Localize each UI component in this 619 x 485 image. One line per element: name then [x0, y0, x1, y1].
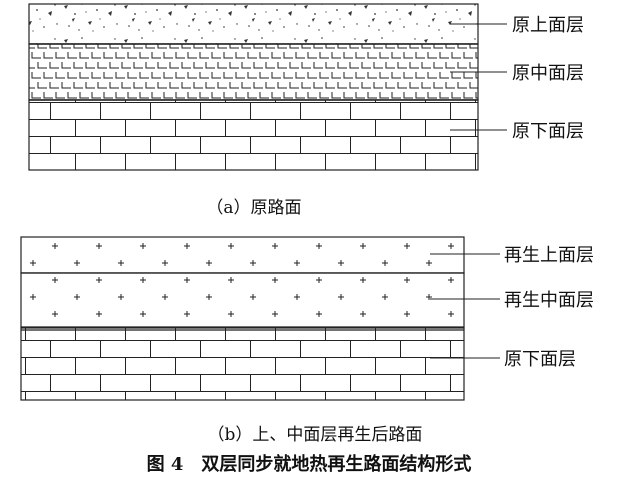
- label-a-middle: 原中面层: [512, 63, 584, 84]
- label-b-upper: 再生上面层: [504, 245, 594, 266]
- regenerated-middle-layer: [20, 272, 465, 329]
- original-lower-layer: [28, 99, 479, 171]
- original-lower-layer-b: [20, 327, 465, 401]
- label-b-middle: 再生中面层: [504, 290, 594, 311]
- regenerated-upper-layer: [20, 236, 465, 274]
- original-upper-layer: [28, 3, 479, 45]
- figure-title: 图 4 双层同步就地热再生路面结构形式: [147, 453, 472, 475]
- label-a-upper: 原上面层: [512, 15, 584, 36]
- label-a-lower: 原下面层: [512, 121, 584, 142]
- original-middle-layer: [28, 43, 479, 101]
- panel-b: 再生上面层 再生中面层 原下面层 （b）上、中面层再生后路面: [20, 236, 594, 445]
- caption-a: （a）原路面: [206, 198, 301, 218]
- caption-b: （b）上、中面层再生后路面: [208, 425, 423, 445]
- panel-a: 原上面层 原中面层 原下面层 （a）原路面: [28, 3, 584, 218]
- label-b-lower: 原下面层: [504, 349, 576, 370]
